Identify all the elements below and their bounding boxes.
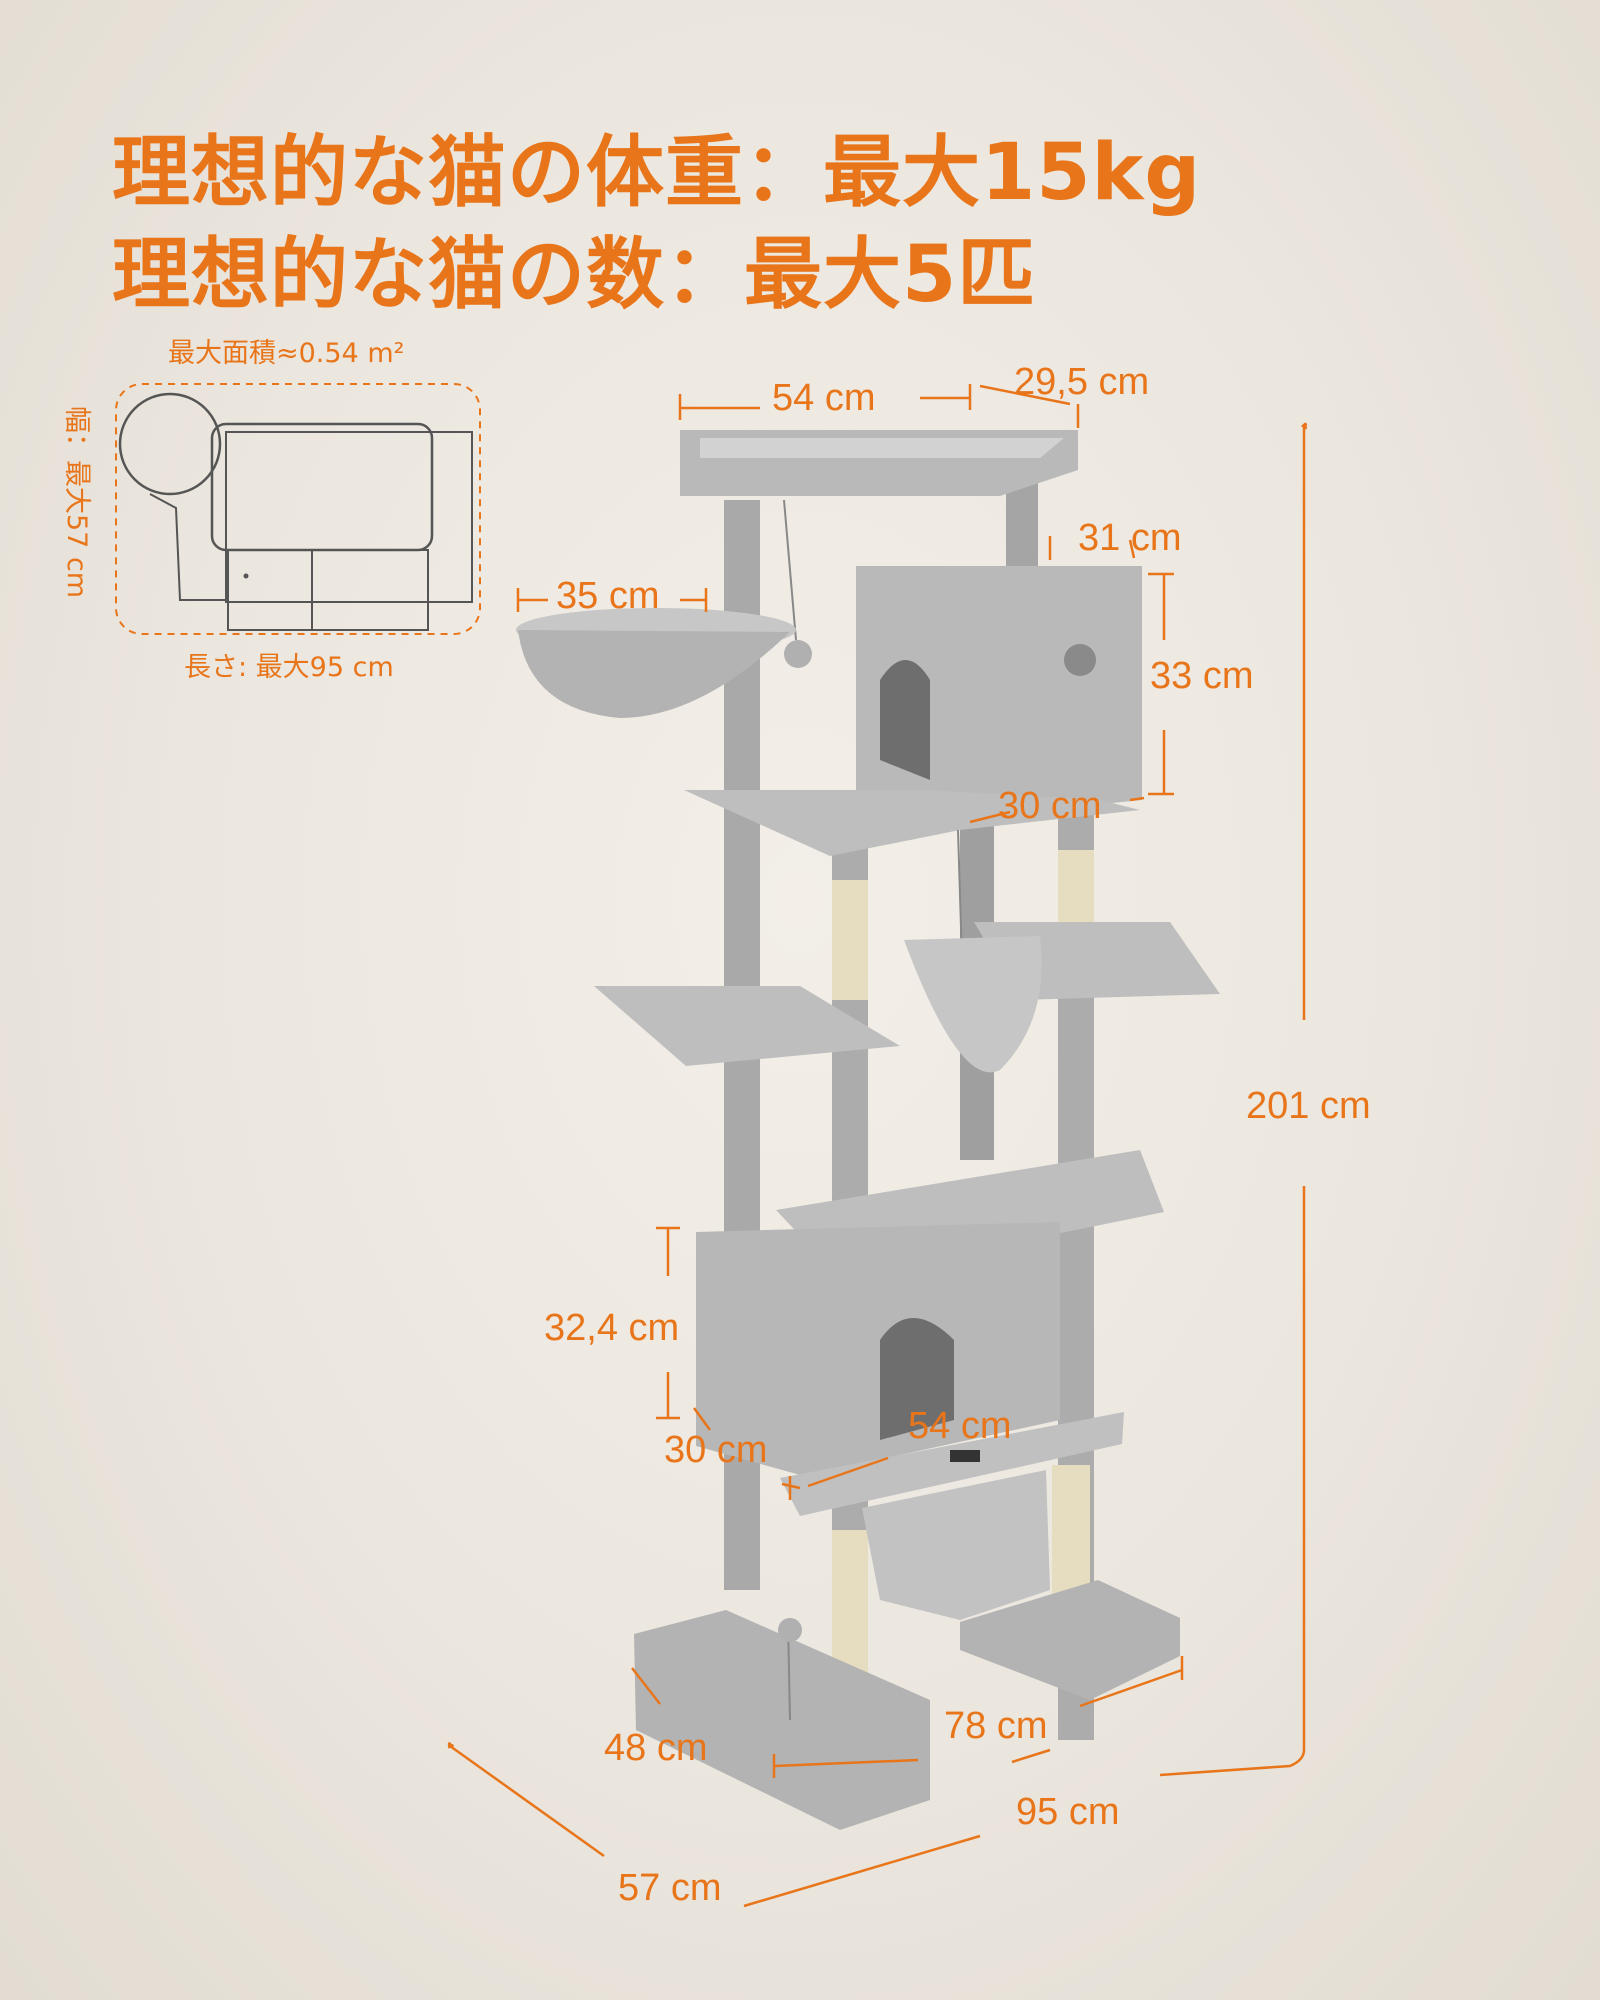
dim-total-width: 57 cm xyxy=(618,1867,721,1909)
dim-lower-cave-width: 30 cm xyxy=(664,1429,767,1471)
dim-total-height: 201 cm xyxy=(1246,1085,1371,1127)
bottom-hammock xyxy=(862,1470,1050,1620)
footprint-base xyxy=(225,431,473,603)
dim-base-length: 78 cm xyxy=(944,1705,1047,1747)
toy-ball-bottom xyxy=(778,1618,802,1642)
base-board-right xyxy=(960,1580,1180,1700)
footprint-area-label: 最大面積≈0.54 m² xyxy=(168,338,404,369)
lower-cave xyxy=(696,1222,1060,1476)
footprint-lower-box xyxy=(227,549,429,631)
toy-ball-top xyxy=(784,640,812,668)
brand-label xyxy=(950,1450,980,1462)
footprint-length-label: 長さ: 最大95 cm xyxy=(184,652,394,683)
footprint-width-label: 幅：最大57 cm xyxy=(61,406,92,598)
sisal-upper-left xyxy=(832,880,868,1000)
dim-lower-platform-width: 54 cm xyxy=(908,1405,1011,1447)
upper-cave-entrance xyxy=(880,660,930,780)
dimension-lines xyxy=(447,384,1308,1908)
dim-cave-width: 30 cm xyxy=(998,785,1101,827)
dim-lower-cave-height: 32,4 cm xyxy=(544,1307,679,1349)
footprint-frame xyxy=(115,383,481,635)
lower-platform xyxy=(780,1412,1124,1516)
footprint-basket-outline xyxy=(118,392,222,496)
middle-hammock xyxy=(904,936,1042,1073)
cat-tree xyxy=(516,430,1220,1830)
footprint-top-platform xyxy=(210,422,434,552)
dim-base-depth: 48 cm xyxy=(604,1727,707,1769)
dim-basket: 35 cm xyxy=(556,575,659,617)
dim-total-length: 95 cm xyxy=(1016,1791,1119,1833)
headline-cat-count: 理想的な猫の数：最大5匹 xyxy=(112,230,1037,320)
dim-cave-height: 33 cm xyxy=(1150,655,1253,697)
upper-cave-peephole xyxy=(1064,644,1096,676)
left-platform xyxy=(594,986,900,1066)
upper-platform xyxy=(684,790,1140,856)
base-board-left xyxy=(634,1610,930,1830)
dim-cave-depth: 31 cm xyxy=(1078,517,1181,559)
headline-weight: 理想的な猫の体重：最大15kg xyxy=(112,128,1202,218)
dim-top-depth: 29,5 cm xyxy=(1014,361,1149,403)
dim-top-width: 54 cm xyxy=(772,377,875,419)
lower-cave-entrance xyxy=(880,1318,954,1440)
footprint-inset: 最大面積≈0.54 m² 長さ: 最大95 cm 幅：最大57 cm xyxy=(61,338,481,683)
